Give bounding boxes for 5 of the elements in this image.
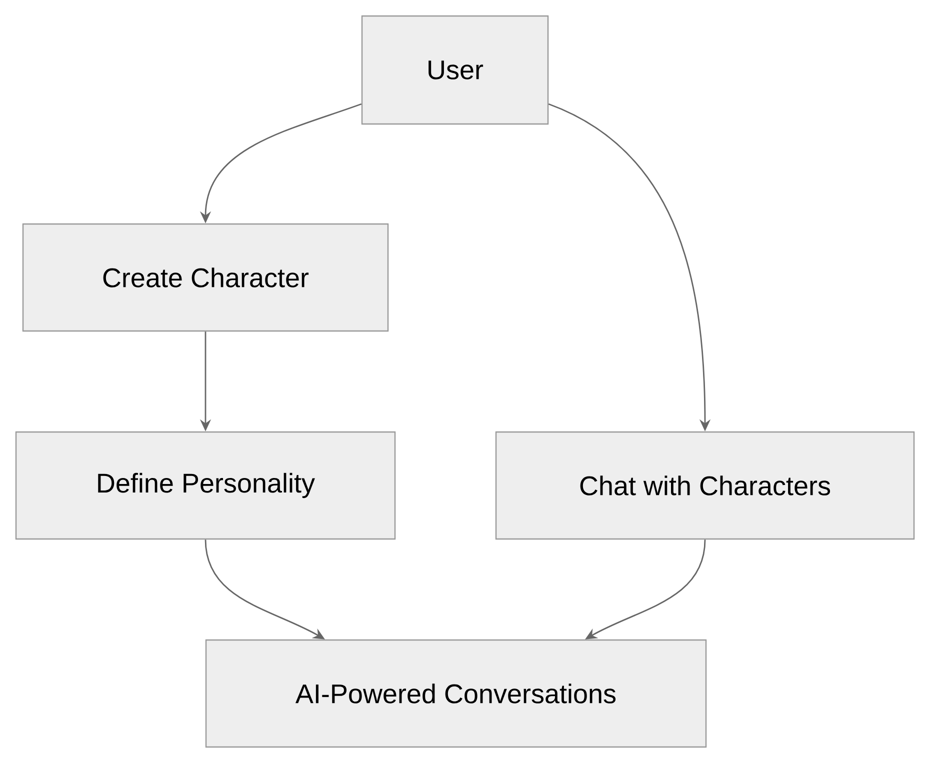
- process-box: Define Personality: [15, 431, 396, 540]
- process-box: AI-Powered Conversations: [205, 639, 707, 748]
- process-box: Chat with Characters: [495, 431, 915, 540]
- process-box: User: [361, 15, 549, 125]
- process-box: Create Character: [22, 223, 389, 332]
